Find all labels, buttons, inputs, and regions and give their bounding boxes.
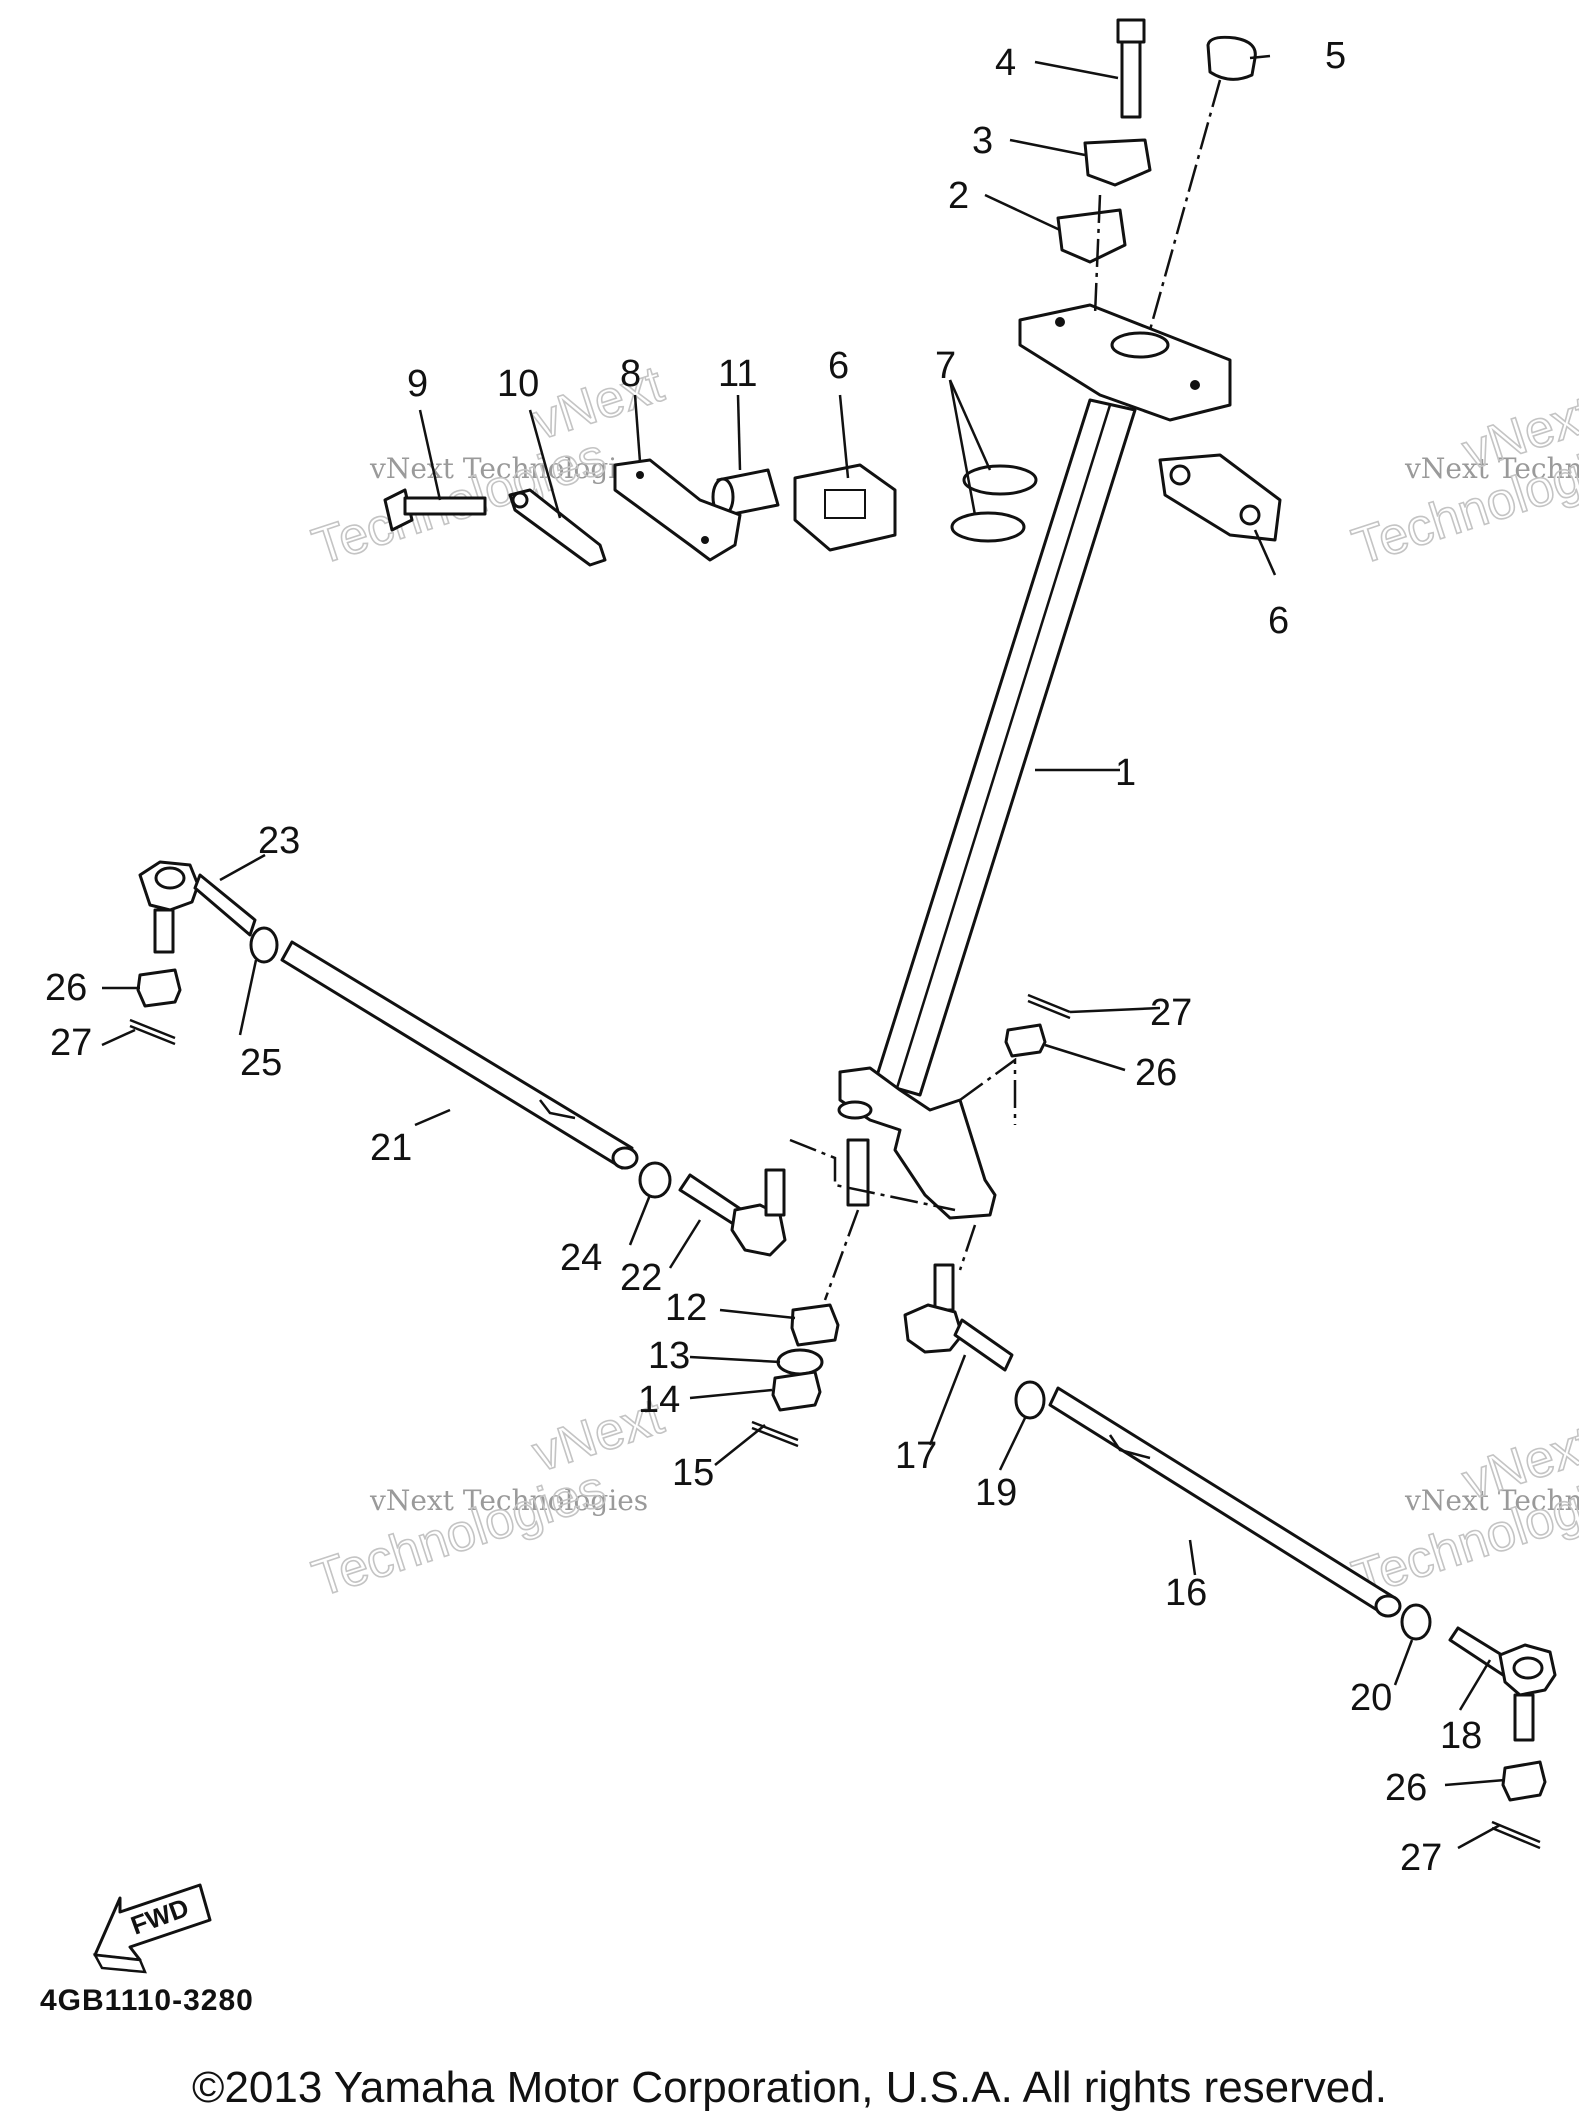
holder-bolt	[1116, 18, 1146, 119]
tie-rod-end-22	[678, 1168, 787, 1257]
castle-nut-upper	[1004, 1023, 1047, 1058]
tie-rod-left	[280, 940, 639, 1170]
callout-3: 3	[972, 120, 993, 162]
watermark-big: Technologies	[306, 1459, 613, 1608]
cotter-pin-left	[129, 1018, 176, 1046]
collar-12	[790, 1303, 840, 1347]
watermark-small: vNext Technologies	[1404, 1484, 1579, 1517]
callout-15: 15	[672, 1452, 714, 1494]
tie-rod-end-18	[1448, 1626, 1557, 1742]
shaft-lower-stud	[846, 1138, 870, 1207]
shaft-holder-right	[1158, 453, 1282, 542]
callout-16: 16	[1165, 1572, 1207, 1614]
nut-14	[771, 1370, 822, 1412]
callout-12: 12	[665, 1287, 707, 1329]
leader-lines	[101, 54, 1506, 1850]
cotter-pin-upper	[1027, 993, 1071, 1020]
callout-26: 26	[1135, 1052, 1177, 1094]
callout-22: 22	[620, 1257, 662, 1299]
callout-19: 19	[975, 1472, 1017, 1514]
nut-24	[638, 1161, 672, 1199]
callout-5: 5	[1325, 35, 1346, 77]
callout-27: 27	[50, 1022, 92, 1064]
callout-24: 24	[560, 1237, 602, 1279]
tie-rod-right	[1048, 1386, 1402, 1618]
nut-20	[1400, 1603, 1432, 1641]
callout-1: 1	[1115, 752, 1136, 794]
copyright-notice: ©2013 Yamaha Motor Corporation, U.S.A. A…	[192, 2063, 1387, 2112]
lock-plate	[613, 458, 742, 562]
castle-nut-left	[136, 968, 182, 1008]
handlebar-holder	[1056, 138, 1152, 264]
watermark-big: vNext	[526, 355, 671, 451]
oil-seals	[950, 464, 1038, 543]
callout-7: 7	[935, 345, 956, 387]
callout-27: 27	[1400, 1837, 1442, 1879]
upper-bracket	[1018, 303, 1232, 422]
tie-rod-end-23	[138, 860, 257, 954]
tie-rod-end-17	[903, 1263, 1014, 1372]
shaft-cap	[1206, 35, 1257, 81]
callout-13: 13	[648, 1335, 690, 1377]
nut-25	[249, 926, 279, 964]
callout-20: 20	[1350, 1677, 1392, 1719]
washer-13	[776, 1348, 824, 1376]
watermark-small: vNext Technologies	[369, 452, 648, 485]
callout-8: 8	[620, 353, 641, 395]
nut-19	[1014, 1380, 1046, 1420]
cotter-pin-15	[751, 1420, 799, 1448]
callout-9: 9	[407, 363, 428, 405]
steering-shaft	[873, 398, 1137, 1097]
lock-lever	[508, 488, 607, 567]
callout-2: 2	[948, 175, 969, 217]
castle-nut-right	[1501, 1760, 1547, 1802]
diagram-code: 4GB1110-3280	[40, 1984, 254, 2017]
fwd-arrow-icon: FWD	[92, 1883, 212, 1974]
callout-6: 6	[1268, 600, 1289, 642]
callout-17: 17	[895, 1435, 937, 1477]
callout-18: 18	[1440, 1715, 1482, 1757]
callout-6: 6	[828, 345, 849, 387]
callout-labels: 1 2 3 4 5 6 6 7 8 9 10 11 12 13 14 15 16…	[45, 35, 1482, 1879]
callout-23: 23	[258, 820, 300, 862]
callout-11: 11	[718, 353, 757, 395]
callout-4: 4	[995, 42, 1016, 84]
watermark-small: vNext Technologies	[1404, 452, 1579, 485]
lever-bolt	[383, 488, 487, 532]
callout-10: 10	[497, 363, 539, 405]
callout-26: 26	[45, 967, 87, 1009]
watermark-small: vNext Technologies	[369, 1484, 648, 1517]
callout-27: 27	[1150, 992, 1192, 1034]
callout-21: 21	[370, 1127, 412, 1169]
shaft-holder-left	[793, 463, 897, 552]
callout-26: 26	[1385, 1767, 1427, 1809]
callout-14: 14	[638, 1379, 680, 1421]
pitman-arm	[837, 1066, 997, 1220]
callout-25: 25	[240, 1042, 282, 1084]
